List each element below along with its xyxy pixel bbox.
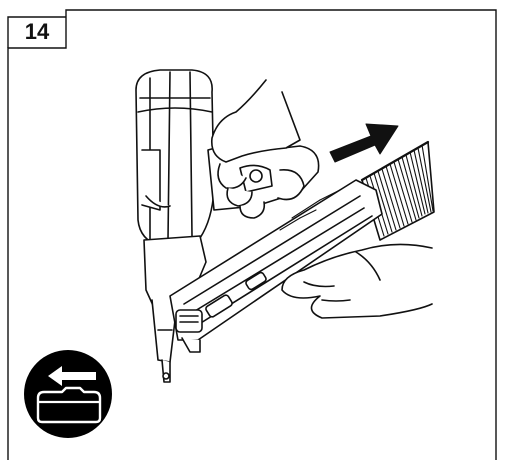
step-tab [7,16,66,48]
nail-strip [360,140,435,241]
step-number: 14 [24,19,50,44]
panel-border [7,9,497,460]
upper-hand [210,79,301,163]
lower-hand [281,243,433,319]
push-arrow-icon [329,123,399,163]
remove-battery-icon [24,350,112,438]
nail-gun-loading-illustration [135,69,435,383]
